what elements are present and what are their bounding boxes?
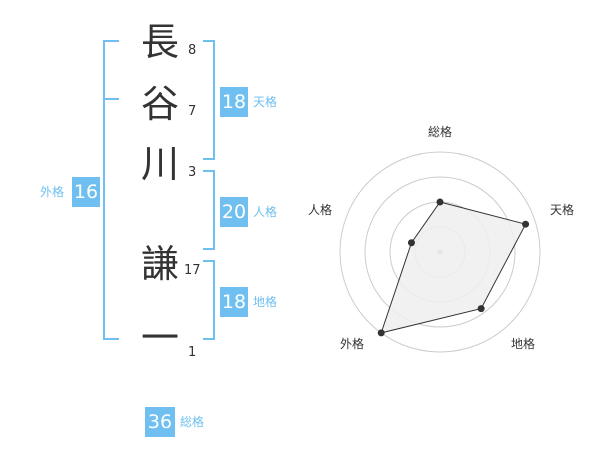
radar-point-4 [377, 329, 385, 337]
chikaku-bracket [203, 260, 215, 340]
jinkaku-bracket [203, 170, 215, 250]
stroke-count-3: 3 [188, 165, 197, 180]
chikaku-label: 地格 [253, 295, 278, 309]
radar-point-1 [436, 198, 444, 206]
radar-axis-label-soukaku: 総格 [428, 125, 453, 139]
radar-axis-label-jinkaku: 人格 [308, 203, 333, 217]
radar-axis-label-tenkaku: 天格 [550, 203, 575, 217]
radar-points [377, 198, 530, 337]
name-char-1: 長 [140, 20, 179, 64]
jinkaku-value: 20 [220, 197, 248, 227]
tenkaku-bracket [203, 40, 215, 160]
tenkaku-label: 天格 [253, 95, 278, 109]
radar-point-5 [407, 239, 415, 247]
stroke-count-4: 17 [184, 263, 201, 278]
name-char-3: 川 [140, 142, 179, 186]
gaikaku-label: 外格 [40, 185, 65, 199]
tenkaku-value: 18 [220, 87, 248, 117]
radar-grid-ring-3 [364, 176, 516, 328]
jinkaku-label: 人格 [253, 205, 278, 219]
stroke-count-2: 7 [188, 104, 197, 119]
radar-axis-label-gaikaku: 外格 [340, 337, 365, 351]
gaikaku-bracket-tick [103, 98, 119, 100]
chikaku-value: 18 [220, 287, 248, 317]
gaikaku-bracket [103, 40, 119, 340]
radar-point-2 [522, 220, 530, 228]
radar-polygon [380, 201, 527, 334]
gaikaku-value: 16 [72, 177, 100, 207]
stroke-count-1: 8 [188, 43, 197, 58]
name-char-5: 一 [140, 316, 179, 360]
soukaku-label: 総格 [180, 415, 205, 429]
radar-point-3 [477, 305, 485, 313]
name-char-4: 謙 [140, 242, 179, 286]
name-char-2: 谷 [140, 82, 179, 126]
soukaku-value: 36 [145, 407, 175, 437]
radar-axis-label-chikaku: 地格 [511, 337, 536, 351]
stroke-count-5: 1 [188, 345, 197, 360]
radar-grid-ring-4 [339, 151, 541, 353]
